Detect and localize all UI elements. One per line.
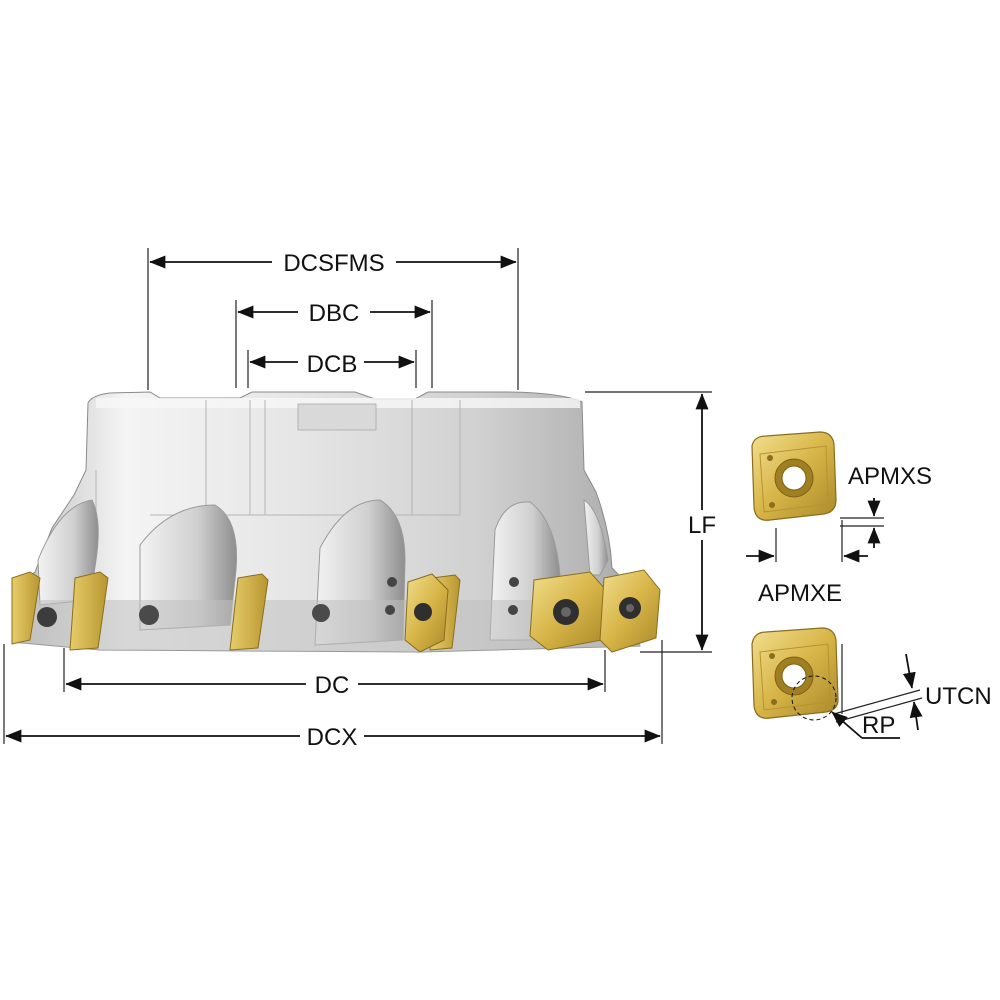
insert-detail-bottom <box>751 627 923 739</box>
label-apmxs: APMXS <box>848 463 932 490</box>
insert-side-1 <box>11 571 41 645</box>
insert-face-1 <box>404 573 449 653</box>
coolant-hole-6 <box>509 577 519 587</box>
cutter-body <box>11 391 661 653</box>
utcn-arrow-up <box>909 701 923 731</box>
label-dc: DC <box>315 672 350 699</box>
face-inserts <box>404 569 661 653</box>
body-lower-skirt <box>12 600 640 652</box>
insert-face-3 <box>599 569 661 653</box>
label-rp: RP <box>862 712 895 739</box>
utcn-arrow-down <box>902 653 916 689</box>
label-dbc: DBC <box>309 300 360 327</box>
label-lf: LF <box>688 512 716 539</box>
insert-screw-icon <box>414 603 432 621</box>
key-slot <box>297 403 377 431</box>
insert-detail-top <box>746 431 884 563</box>
coolant-hole-5 <box>385 605 395 615</box>
coolant-holes <box>37 577 519 627</box>
coolant-hole-1 <box>37 607 57 627</box>
label-dcsfms: DCSFMS <box>283 250 384 277</box>
body-top-rim <box>96 398 580 408</box>
label-utcn: UTCN <box>925 683 992 710</box>
insert-side-3 <box>229 573 269 651</box>
rp-arrow <box>831 711 863 739</box>
corner-radius-circle <box>791 675 837 721</box>
coolant-hole-4 <box>387 577 397 587</box>
coolant-hole-7 <box>508 605 518 615</box>
coolant-hole-2 <box>139 605 159 625</box>
label-dcx: DCX <box>307 724 358 751</box>
insert-face-2 <box>529 571 607 651</box>
label-dcb: DCB <box>307 351 358 378</box>
coolant-hole-3 <box>312 604 330 622</box>
chip-pocket-5 <box>583 499 609 576</box>
label-apmxe: APMXE <box>758 580 842 607</box>
insert-side-2 <box>69 571 109 651</box>
dimension-labels: DCSFMS DBC DCB LF DC DCX APMXS APMXE UTC… <box>283 250 991 751</box>
dimension-lines <box>3 248 712 744</box>
chip-pocket-2 <box>139 504 238 631</box>
